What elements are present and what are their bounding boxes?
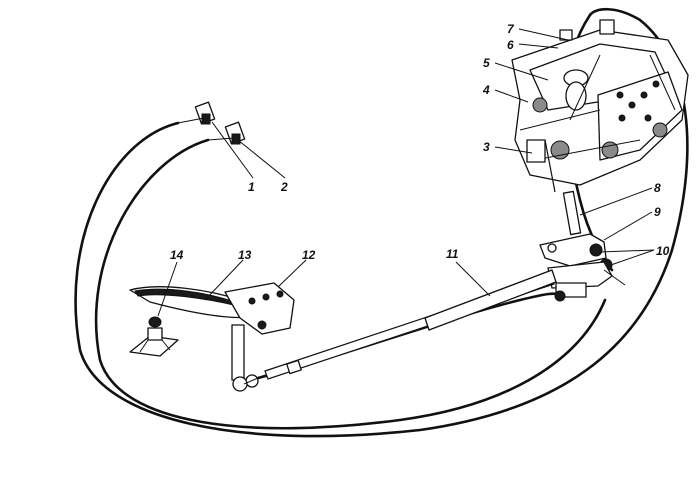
callout-8: 8 — [654, 181, 661, 195]
cable-inner-loop — [94, 138, 607, 430]
callout-4: 4 — [482, 83, 490, 97]
connecting-rod-11 — [245, 269, 557, 388]
pedal-assembly — [129, 282, 295, 392]
callout-11: 11 — [446, 247, 459, 261]
callout-7: 7 — [507, 22, 515, 36]
callout-14: 14 — [170, 248, 184, 262]
cable-fitting-2 — [207, 121, 246, 145]
engine-assembly — [511, 19, 689, 193]
callout-1: 1 — [248, 180, 255, 194]
callout-labels: 1 2 3 4 5 6 7 8 9 10 11 12 13 14 — [170, 22, 670, 262]
leader-lines — [157, 28, 655, 317]
callout-3: 3 — [483, 140, 490, 154]
callout-10: 10 — [656, 244, 670, 258]
vertical-rod-8 — [562, 190, 582, 236]
callout-12: 12 — [302, 248, 316, 262]
callout-2: 2 — [280, 180, 288, 194]
callout-9: 9 — [654, 205, 661, 219]
callout-6: 6 — [507, 38, 514, 52]
lever-bracket-9-10 — [539, 233, 626, 302]
callout-5: 5 — [483, 56, 490, 70]
cable-fitting-1 — [177, 101, 216, 125]
pedal-stop-14 — [129, 316, 179, 357]
callout-13: 13 — [238, 248, 252, 262]
